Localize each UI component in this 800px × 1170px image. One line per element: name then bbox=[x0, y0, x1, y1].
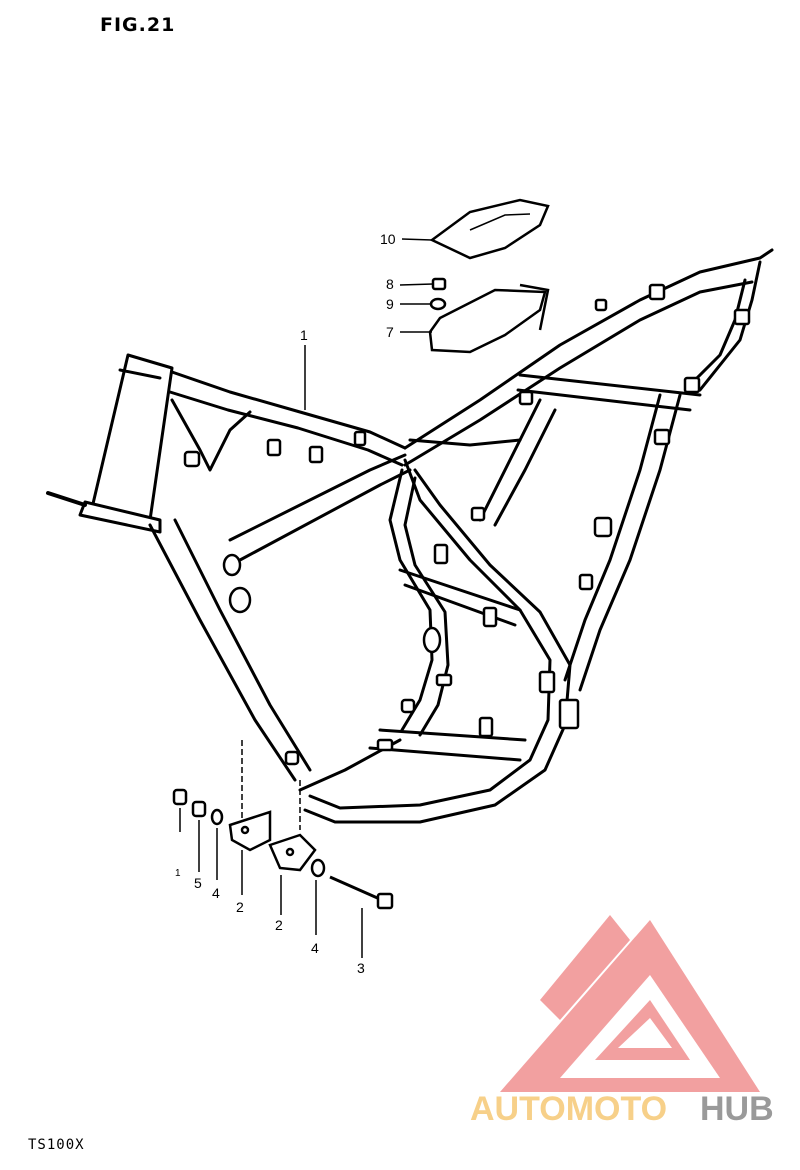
watermark-logo bbox=[500, 915, 760, 1092]
part-3-bolt-head bbox=[376, 892, 394, 910]
part-4-washer-right bbox=[310, 858, 326, 878]
part-2-plate-left bbox=[228, 810, 272, 852]
nut-far-left bbox=[172, 788, 188, 806]
callout-8: 8 bbox=[386, 276, 394, 292]
callout-1: 1 bbox=[300, 327, 308, 343]
watermark-text-part2: HUB bbox=[700, 1090, 774, 1128]
part-7-bracket bbox=[428, 283, 550, 354]
callout-1-partial: 1 bbox=[175, 868, 181, 879]
callout-7: 7 bbox=[386, 324, 394, 340]
model-code: TS100X bbox=[28, 1137, 85, 1153]
callout-3: 3 bbox=[357, 960, 365, 976]
callout-4a: 4 bbox=[212, 885, 220, 901]
part-8-bolt bbox=[431, 277, 447, 291]
callout-2b: 2 bbox=[275, 917, 283, 933]
figure-title: FIG.21 bbox=[100, 14, 176, 36]
callout-9: 9 bbox=[386, 296, 394, 312]
callout-labels: 1 2 2 3 4 4 5 1 7 8 9 10 bbox=[175, 231, 396, 976]
watermark-text-part1: AUTOMOTO bbox=[470, 1090, 667, 1128]
part-4-washer-left bbox=[210, 808, 224, 826]
callout-2a: 2 bbox=[236, 899, 244, 915]
main-frame bbox=[46, 248, 774, 824]
part-10-cover bbox=[429, 198, 550, 260]
callout-5: 5 bbox=[194, 875, 202, 891]
part-9-washer bbox=[429, 297, 447, 311]
part-5-nut bbox=[191, 800, 207, 818]
leader-lines bbox=[179, 238, 434, 958]
watermark-text: AUTOMOTO HUB bbox=[470, 1090, 774, 1128]
callout-4b: 4 bbox=[311, 940, 319, 956]
frame-bosses bbox=[183, 283, 751, 766]
lower-mount-parts bbox=[172, 788, 394, 910]
callout-10: 10 bbox=[380, 231, 396, 247]
